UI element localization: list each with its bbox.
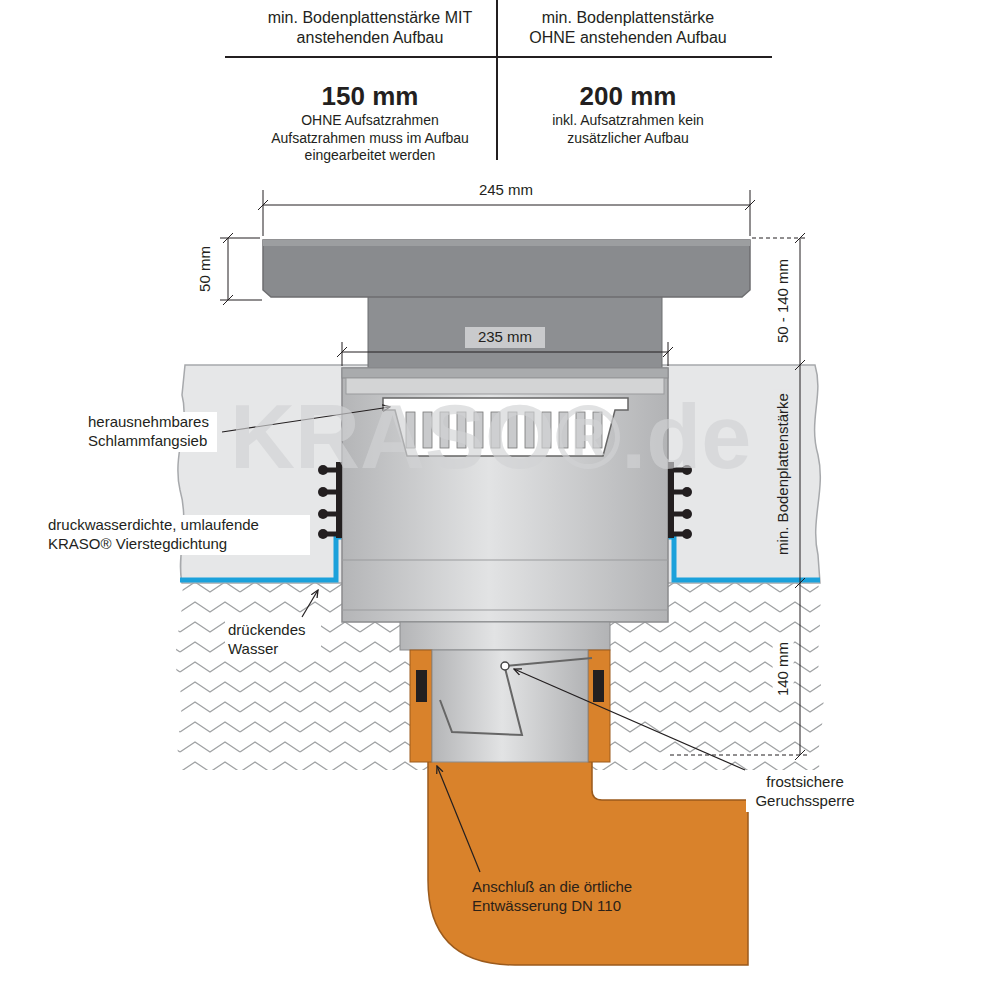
seal-rib — [318, 509, 328, 519]
outlet-stub — [432, 650, 588, 762]
membrane — [663, 537, 820, 580]
drain-pipe — [428, 758, 748, 965]
odour-trap — [440, 668, 522, 735]
drain-body — [400, 622, 610, 650]
table-value: 150 mm — [270, 80, 470, 113]
part-label: Anschluß an die örtliche Entwässerung DN… — [472, 878, 667, 916]
seal-rib — [682, 509, 692, 519]
dimension: 50 mm — [196, 246, 215, 292]
seal-rib — [318, 529, 328, 539]
drain-body — [342, 560, 668, 561]
part-label: frostsichere Geruchssperre — [746, 772, 864, 812]
seal-rib — [318, 487, 328, 497]
grate-frame — [263, 240, 750, 297]
dimension: min. Bodenplattenstärke — [773, 390, 794, 558]
dimension-lines — [220, 190, 808, 760]
table-heading: min. Bodenplattenstärke MIT anstehenden … — [265, 8, 475, 48]
socket-gasket — [593, 670, 604, 702]
dimension: 140 mm — [773, 639, 794, 699]
table-note: inkl. Aufsatzrahmen kein zusätzlicher Au… — [552, 112, 704, 147]
dimension: 235 mm — [465, 327, 545, 348]
table-note: OHNE Aufsatzrahmen Aufsatzrahmen muss im… — [265, 112, 475, 165]
table-value: 200 mm — [528, 80, 728, 113]
pipe-socket — [410, 650, 432, 762]
dimension: 50 - 140 mm — [773, 256, 794, 346]
part-label: druckwasserdichte, umlaufende KRASO® Vie… — [45, 515, 310, 555]
odour-trap — [505, 658, 592, 666]
odour-trap — [501, 662, 509, 670]
table-line — [496, 0, 498, 160]
table-heading: min. Bodenplattenstärke OHNE anstehenden… — [523, 8, 733, 48]
frame-neck — [368, 292, 662, 368]
seal-rib — [682, 487, 692, 497]
part-label: herausnehmbares Schlammfangsieb — [85, 412, 217, 452]
watermark: KRASO®.de — [230, 392, 751, 482]
part-label: drückendes Wasser — [225, 620, 321, 660]
dimension: 245 mm — [451, 181, 561, 200]
grate-frame — [263, 240, 750, 246]
socket-gasket — [416, 670, 427, 702]
table-line — [225, 56, 772, 58]
drain-body — [342, 368, 668, 378]
drain-body — [342, 610, 668, 611]
seal-rib — [682, 529, 692, 539]
